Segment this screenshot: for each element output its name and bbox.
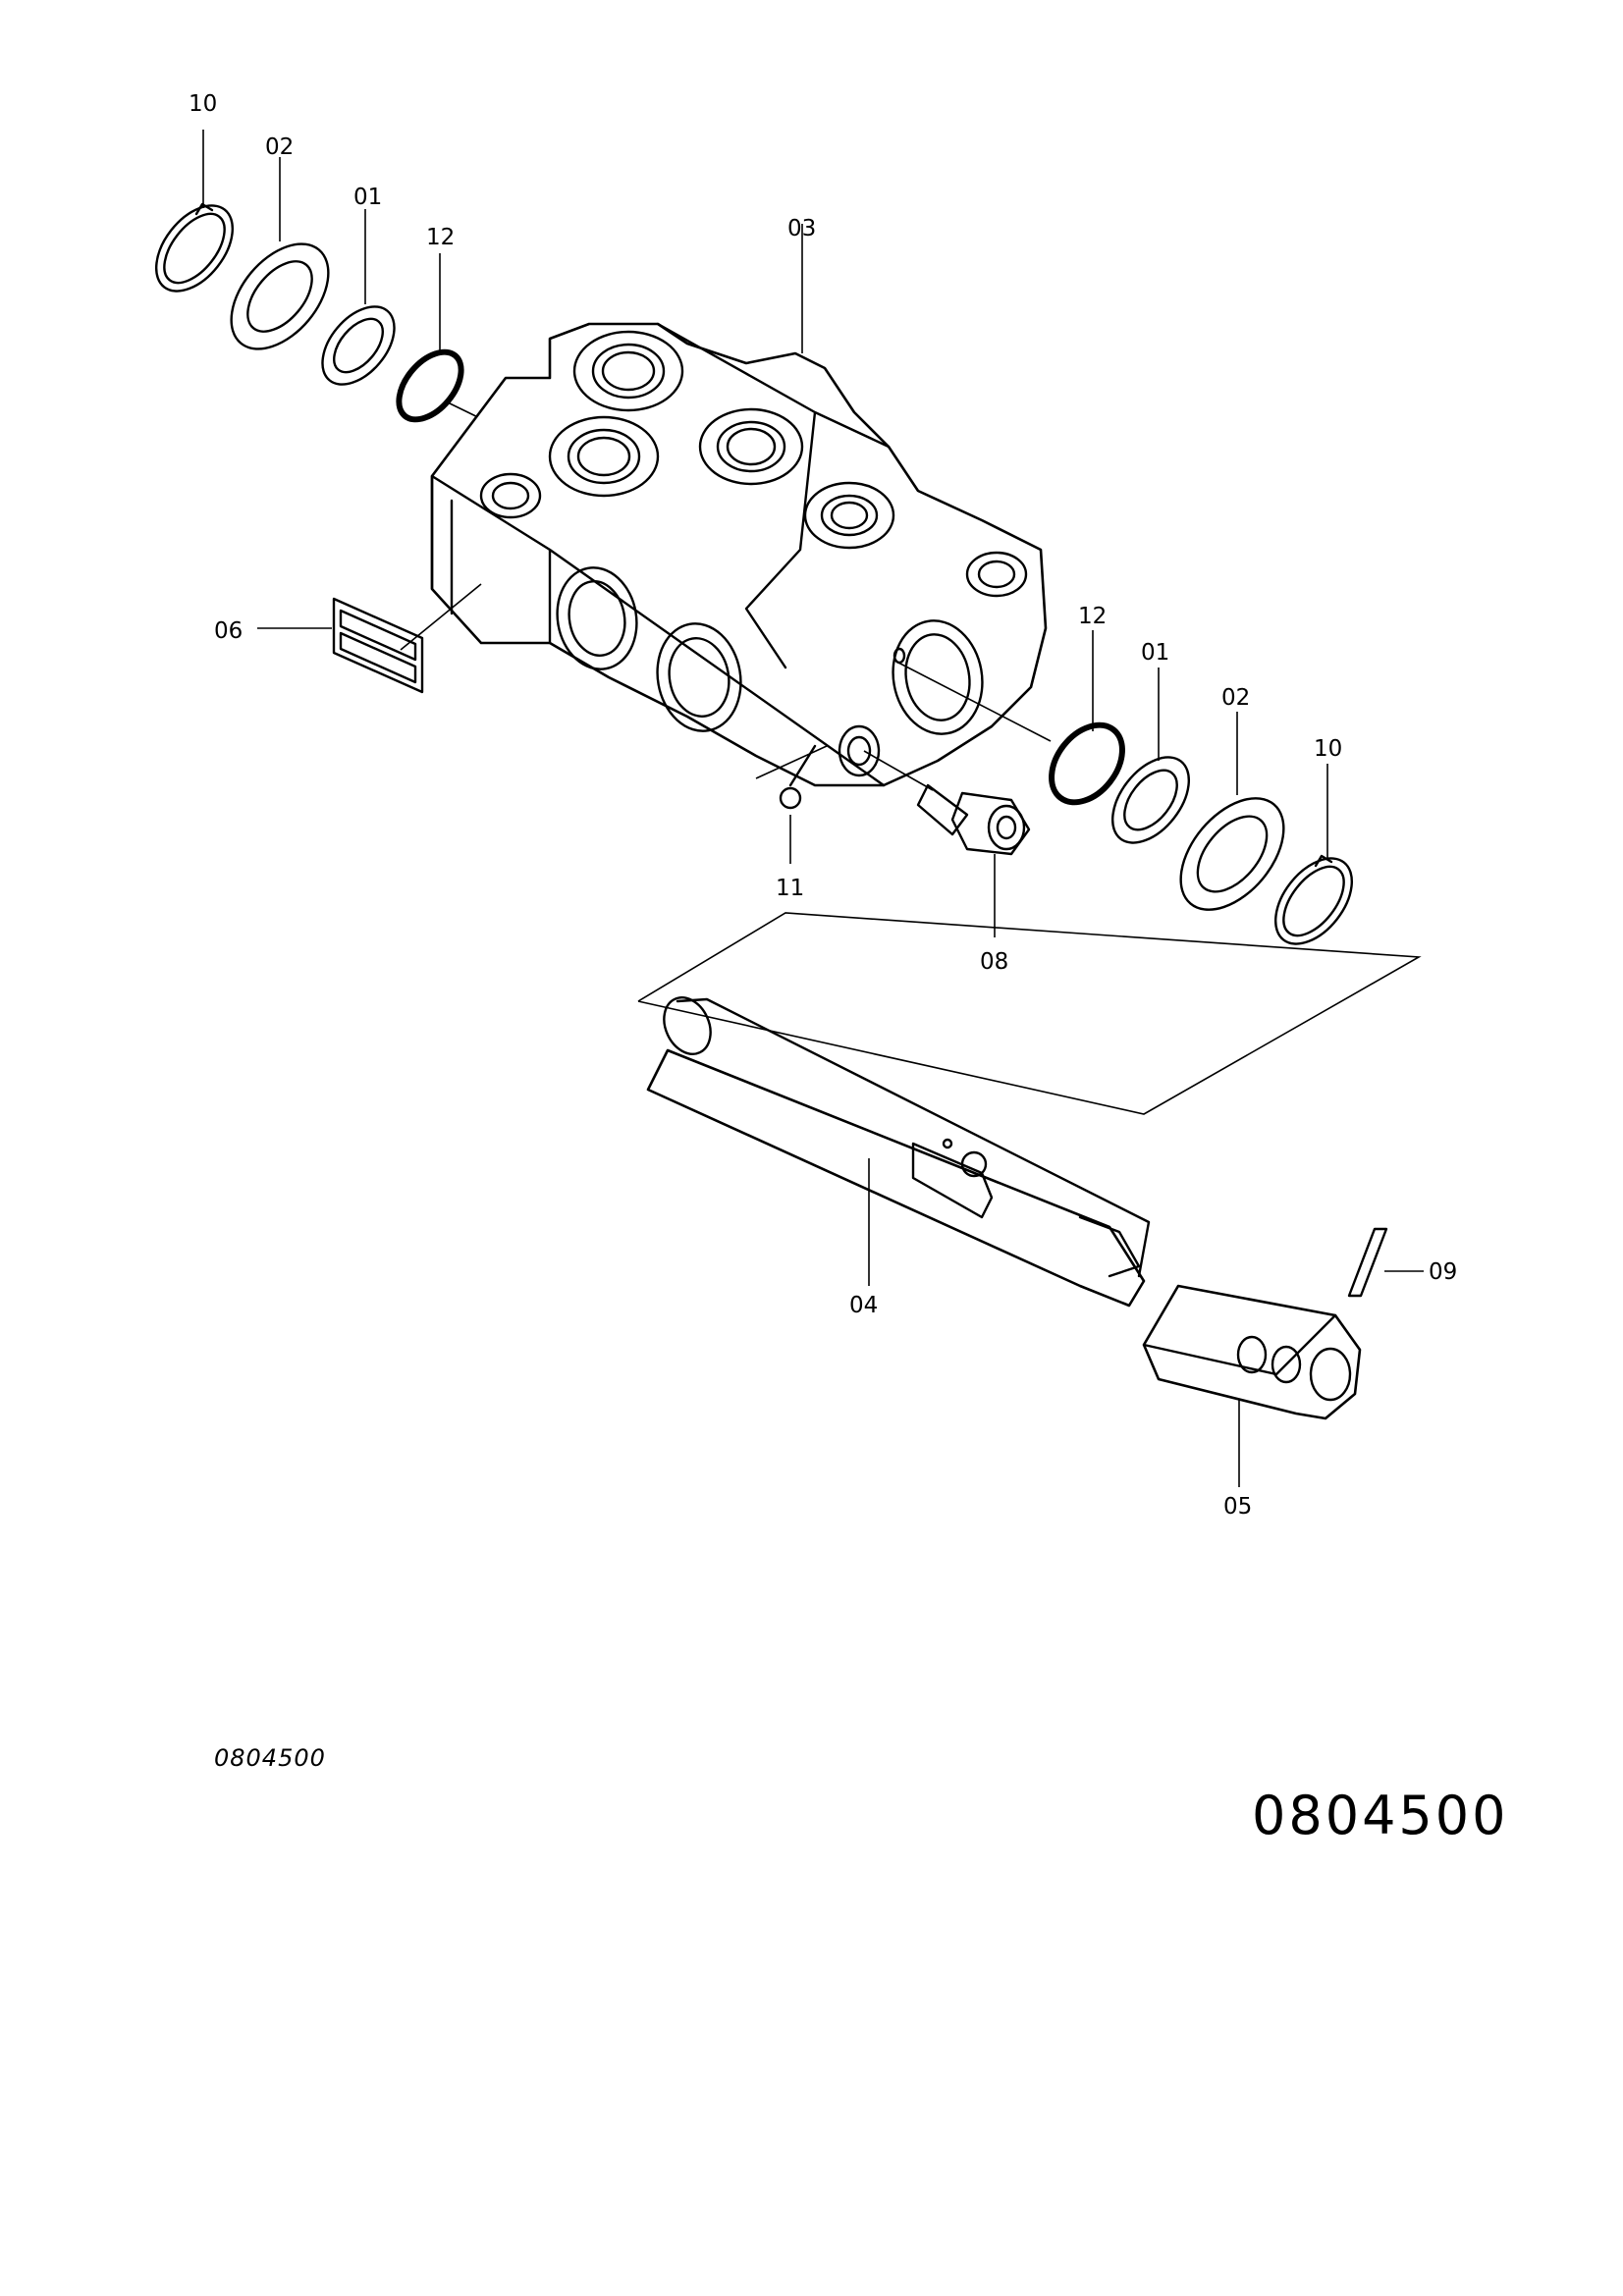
callout-10-left: 10 (189, 91, 217, 117)
callout-08: 08 (980, 949, 1008, 975)
callout-10-right: 10 (1314, 736, 1342, 762)
callout-03: 03 (787, 216, 816, 241)
spring-pin (1347, 1227, 1388, 1298)
valve-body (430, 322, 1048, 787)
callout-04: 04 (849, 1293, 878, 1318)
callout-06: 06 (214, 618, 243, 644)
bushing-right (1110, 756, 1191, 844)
callout-02-left: 02 (265, 134, 294, 160)
callout-09: 09 (1429, 1259, 1457, 1285)
bushing-left (321, 305, 396, 386)
callout-01-right: 01 (1141, 640, 1169, 666)
callout-01-left: 01 (353, 185, 382, 210)
o-ring-right (1049, 721, 1125, 806)
callout-12-left: 12 (426, 225, 455, 250)
steel-ball (779, 786, 802, 810)
callout-05: 05 (1223, 1494, 1252, 1520)
figure-reference-small: 0804500 (214, 1744, 326, 1772)
callout-12-right: 12 (1078, 604, 1107, 629)
socket-head-screw (916, 783, 1031, 856)
snap-ring-left (154, 202, 235, 293)
snap-ring-right (1273, 854, 1354, 945)
washer-left (230, 242, 330, 350)
washer-right (1179, 797, 1285, 911)
figure-reference-large: 0804500 (1252, 1785, 1509, 1846)
callout-11: 11 (776, 876, 804, 901)
label-plate (332, 597, 424, 694)
lever (1142, 1284, 1362, 1420)
o-ring-left (396, 348, 464, 423)
spool (646, 996, 1151, 1308)
callout-02-right: 02 (1221, 685, 1250, 711)
